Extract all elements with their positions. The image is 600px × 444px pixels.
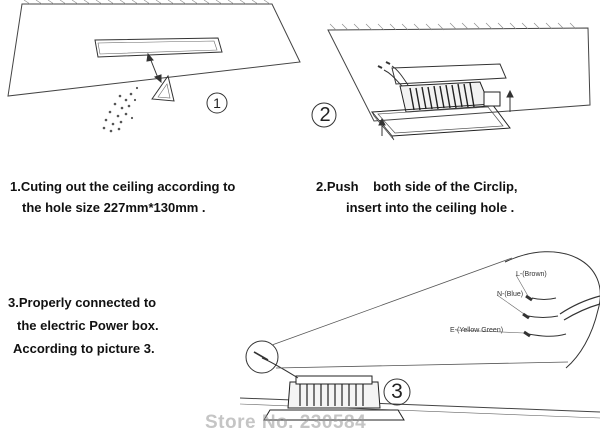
step-1-line-2: the hole size 227mm*130mm . xyxy=(22,200,206,215)
wire-label-live: L-(Brown) xyxy=(516,271,547,278)
step-2-line-2: insert into the ceiling hole . xyxy=(346,200,515,215)
wiring-diagram xyxy=(239,251,600,421)
step-3-line-3: According to picture 3. xyxy=(13,341,155,356)
step-2-line-1: 2.Push both side of the Circlip, xyxy=(316,179,518,194)
step-3-line-2: the electric Power box. xyxy=(17,318,159,333)
step-3-line-1: 3.Properly connected to xyxy=(8,295,157,310)
wire-label-earth: E-(Yellow Green) xyxy=(450,327,504,334)
step-3-number: 3 xyxy=(391,380,403,403)
lamp-insertion-diagram xyxy=(311,22,591,141)
store-watermark: Store No. 230584 xyxy=(205,412,367,433)
step-1-instructions: 1.Cuting out the ceiling according to th… xyxy=(10,176,235,218)
step-1-number: 1 xyxy=(213,95,221,111)
step-2-instructions: 2.Push both side of the Circlip, insert … xyxy=(316,176,518,218)
wire-label-neutral: N-(Blue) xyxy=(497,291,524,298)
ceiling-cutout-diagram xyxy=(7,0,301,133)
step-3-instructions: 3.Properly connected to the electric Pow… xyxy=(8,291,159,360)
step-2-number: 2 xyxy=(319,104,331,126)
step-1-line-1: 1.Cuting out the ceiling according to xyxy=(10,179,236,194)
